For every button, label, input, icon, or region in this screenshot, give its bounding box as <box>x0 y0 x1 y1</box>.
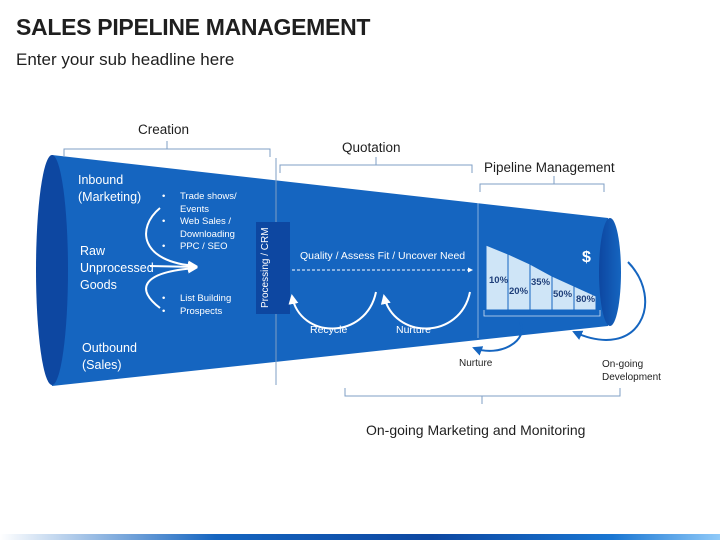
raw-arrow <box>149 261 198 272</box>
ongoing-outer-loop <box>572 261 647 341</box>
pipeline-bars <box>485 244 597 311</box>
dollar-icon: $ <box>582 249 591 266</box>
outbound-item: List Building <box>156 293 266 306</box>
stage-pipeline: Pipeline Management <box>484 160 615 175</box>
stage-quotation: Quotation <box>342 140 401 155</box>
quotation-flow-label: Quality / Assess Fit / Uncover Need <box>300 250 466 262</box>
monitoring-bracket <box>344 388 621 404</box>
pipeline-inner-bracket <box>483 310 601 317</box>
quotation-bracket <box>279 157 473 173</box>
percentage-label: 50% <box>553 289 573 300</box>
percentage-label: 80% <box>576 294 596 305</box>
ongoing-development-label: On-going Development <box>602 359 661 383</box>
creation-bracket <box>63 141 271 157</box>
page-subtitle: Enter your sub headline here <box>16 50 235 69</box>
recycle-loop <box>288 291 377 330</box>
inbound-label: Inbound (Marketing) <box>78 173 142 204</box>
funnel-mouth <box>36 155 68 385</box>
outbound-list: List Building Prospects <box>156 293 266 318</box>
quotation-nurture-label: Nurture <box>396 324 432 336</box>
pipeline-bracket <box>479 176 605 192</box>
percentage-label: 10% <box>489 275 509 286</box>
percentage-label: 35% <box>531 277 551 288</box>
nurture-outer-loop <box>472 321 523 356</box>
footer-bar <box>0 534 720 540</box>
outbound-item: Prospects <box>156 306 266 319</box>
pipeline-nurture-label: Nurture <box>459 358 493 369</box>
processing-label: Processing / CRM <box>260 227 271 309</box>
monitoring-label: On-going Marketing and Monitoring <box>366 422 586 438</box>
inbound-list: Trade shows/ Events Web Sales / Download… <box>156 191 266 254</box>
inbound-arrow <box>145 207 198 271</box>
stage-creation: Creation <box>138 122 190 137</box>
recycle-label: Recycle <box>310 324 348 336</box>
inbound-item: PPC / SEO <box>156 241 266 254</box>
page-title: SALES PIPELINE MANAGEMENT <box>16 14 371 40</box>
raw-goods-label: Raw Unprocessed Goods <box>80 244 154 292</box>
inbound-item: Web Sales / Downloading <box>156 216 266 241</box>
inbound-item: Trade shows/ Events <box>156 191 266 216</box>
funnel-end-cap <box>599 218 621 326</box>
outbound-arrow <box>145 263 198 309</box>
nurture-loop <box>380 291 471 330</box>
outbound-label: Outbound (Sales) <box>82 341 137 372</box>
percentage-label: 20% <box>509 286 529 297</box>
